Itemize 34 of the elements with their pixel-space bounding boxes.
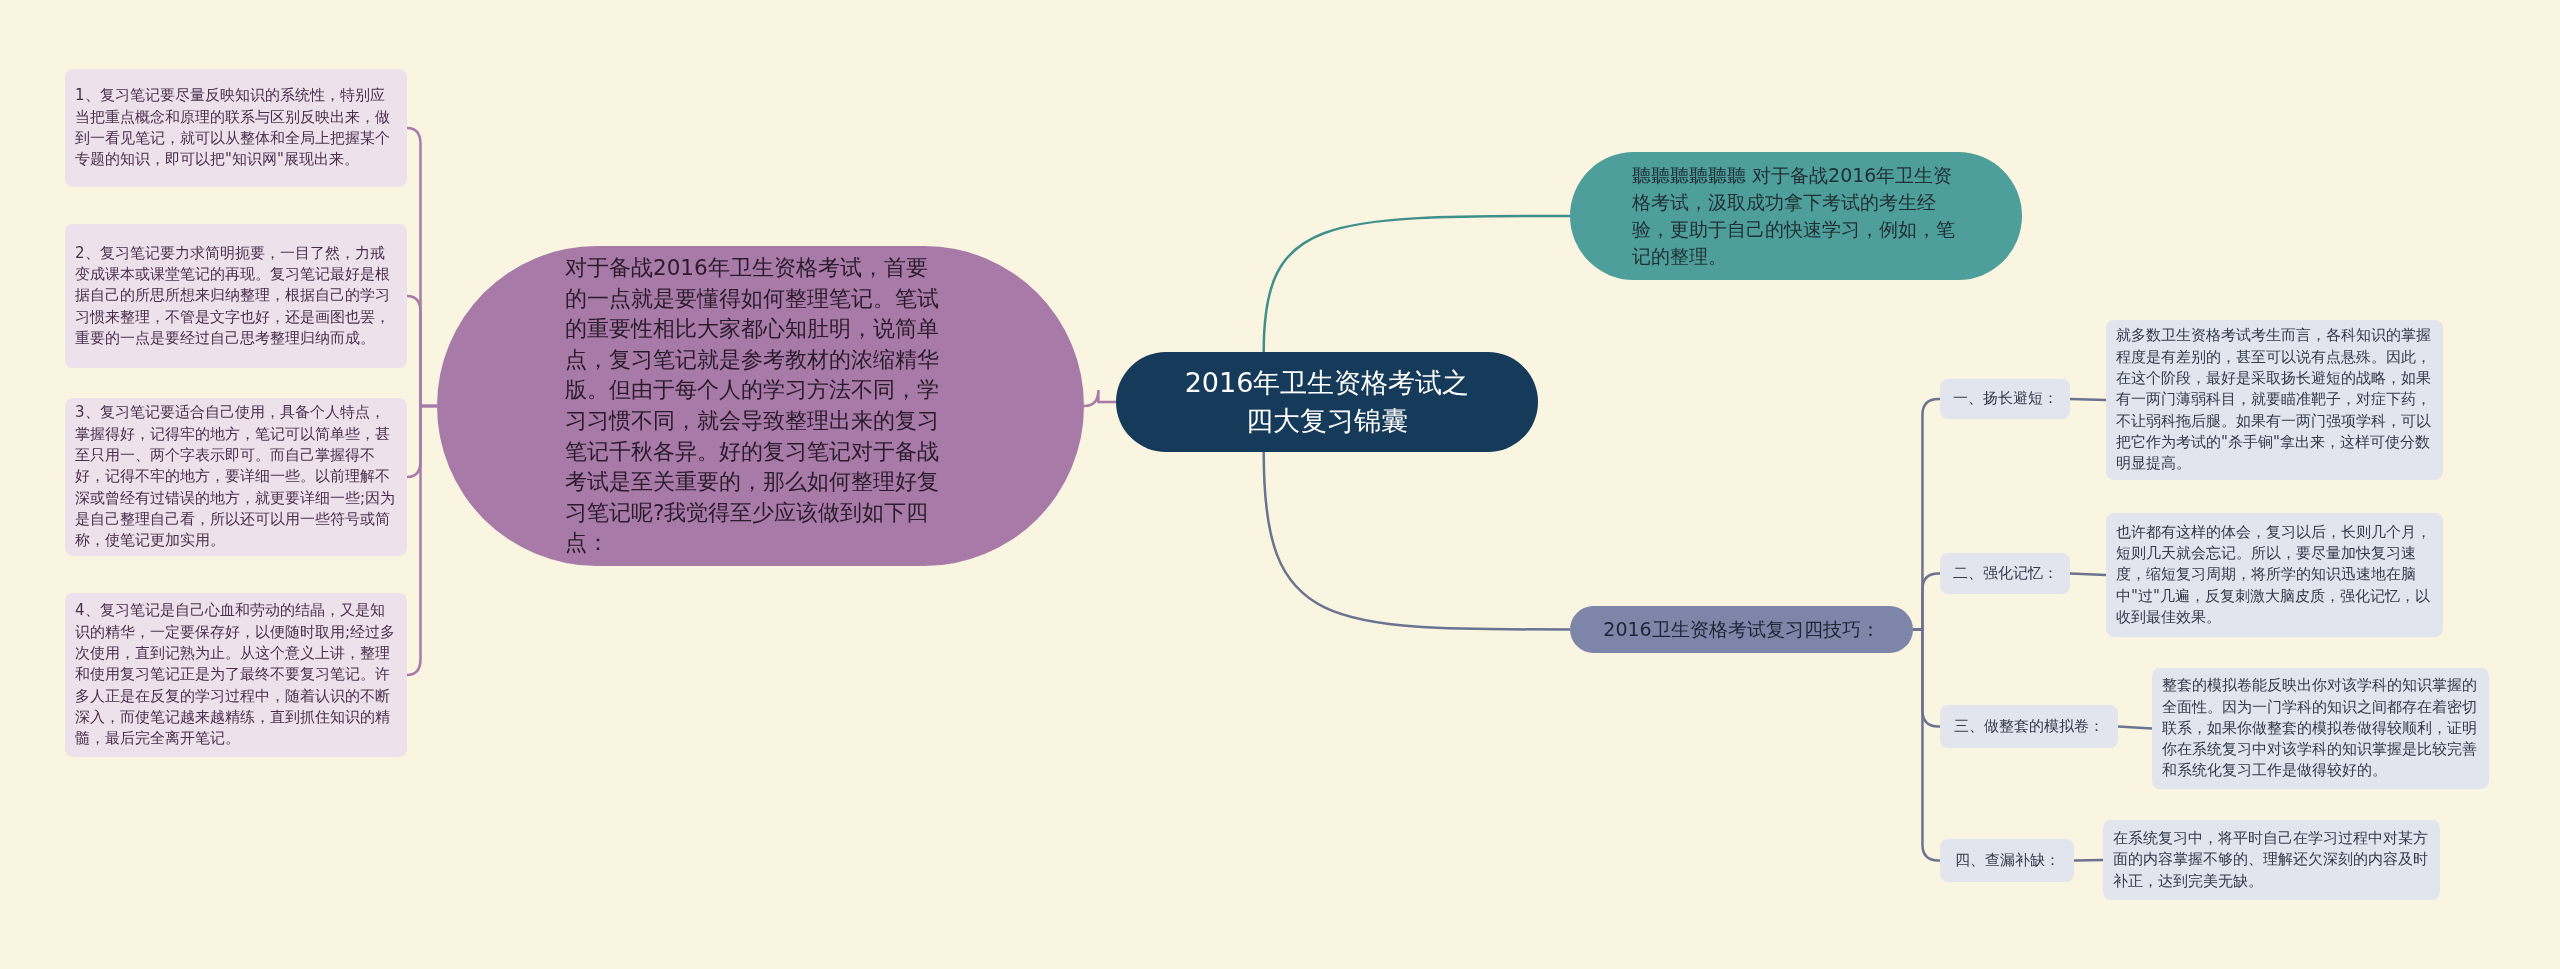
node-text: 也许都有这样的体会，复习以后，长则几个月，短则几天就会忘记。所以，要尽量加快复习速度，缩短复习周期，将所学的知识迅速地在脑中"过"几遍，反复刺激大脑皮质，强化记忆，以收到最佳效果。 [2116,521,2432,628]
node-text: 四、查漏补缺： [1953,849,2061,871]
connector-line [1262,214,1570,353]
connector-line [2117,725,2153,730]
connector-line [406,404,437,677]
node-text: 聽聽聽聽聽聽 对于备战2016年卫生资格考试，汲取成功拿下考试的考生经验，更助于自己的快速学习，例如，笔记的整理。 [1632,163,1956,269]
connector-line [2069,572,2107,577]
note-box [65,224,407,368]
item-box [1940,705,2118,748]
node-text: 二、强化记忆： [1951,562,2059,584]
node-text: 整套的模拟卷能反映出你对该学科的知识掌握的全面性。因为一门学科的知识之间都存在着密切联系，如果你做整套的模拟卷做得较顺利，证明你在系统复习中对该学科的知识掌握是比较完善和系统化复习工作是做得较好的。 [2162,675,2478,782]
note-box [2103,820,2440,900]
node-text: 对于备战2016年卫生资格考试，首要的一点就是要懂得如何整理笔记。笔试的重要性相比大家都心知肚明，说简单点，复习笔记就是参考教材的浓缩精华版。但由于每个人的学习方法不同，学习习惯不同，就会导致整理出来的复习笔记千秋各异。好的复习笔记对于备战考试是至关重要的，那么如何整理好复习笔记呢?我觉得至少应该做到如下四点： [565,254,940,558]
note-box [65,69,407,187]
node-text: 2016年卫生资格考试之四大复习锦囊 [1183,365,1471,438]
item-box [1940,553,2070,594]
node-text: 三、做整套的模拟卷： [1953,715,2105,737]
node-text: 在系统复习中，将平时自己在学习过程中对某方面的内容掌握不够的、理解还欠深刻的内容及时补正，达到完美无缺。 [2113,828,2429,892]
note-box [2106,513,2443,637]
connector-line [2073,858,2104,862]
subtopic-box [1570,606,1913,653]
node-text: 一、扬长避短： [1951,388,2059,410]
connector-line [1083,388,1116,408]
node-text: 2、复习笔记要力求简明扼要，一目了然，力戒变成课本或课堂笔记的再现。复习笔记最好是根据自己的所思所想来归纳整理，根据自己的学习习惯来整理，不管是文字也好，还是画图也罢，重要的一点是要经过自己思考整理归纳而成。 [75,242,391,349]
node-text: 4、复习笔记是自己心血和劳动的结晶，又是知识的精华，一定要保存好，以便随时取用;经过多次使用，直到记熟为止。从这个意义上讲，整理和使用复习笔记正是为了最终不要复习笔记。许多人正是在反复的学习过程中，随着认识的不断深入，而使笔记越来越精练，直到抓住知识的精髓，最后完全离开笔记。 [75,600,397,750]
node-text: 2016卫生资格考试复习四技巧： [1602,617,1881,642]
item-box [1940,839,2074,882]
item-box [1940,379,2070,419]
connector-line [1262,451,1570,631]
connector-line [2069,397,2107,402]
node-text: 3、复习笔记要适合自己使用，具备个人特点，掌握得好，记得牢的地方，笔记可以简单些，甚至只用一、两个字表示即可。而自己掌握得不好，记得不牢的地方，要详细一些。以前理解不深或曾经有过错误的地方，就更要详细一些;因为是自己整理自己看，所以还可以用一些符号或简称，使笔记更加实用。 [75,402,397,552]
note-box [2152,668,2489,789]
node-text: 就多数卫生资格考试考生而言，各科知识的掌握程度是有差别的，甚至可以说有点悬殊。因此，在这个阶段，最好是采取扬长避短的战略，如果有一两门薄弱科目，就要瞄准靶子，对症下药，不让弱科拖后腿。如果有一两门强项学科，可以把它作为考试的"杀手锏"拿出来，这样可使分数明显提高。 [2116,325,2432,475]
node-text: 1、复习笔记要尽量反映知识的系统性，特别应当把重点概念和原理的联系与区别反映出来，做到一看见笔记，就可以从整体和全局上把握某个专题的知识，即可以把"知识网"展现出来。 [75,85,391,171]
